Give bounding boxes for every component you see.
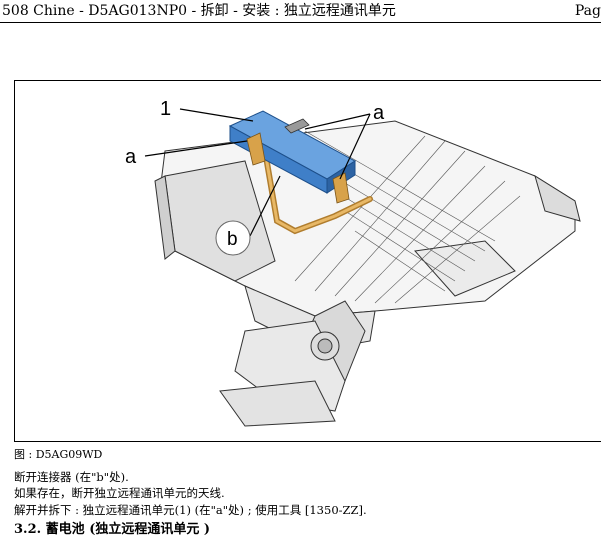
instruction-line: 如果存在，断开独立远程通讯单元的天线. — [14, 486, 225, 500]
instruction-line: 断开连接器 (在"b"处). — [14, 470, 129, 484]
section-heading: 3.2. 蓄电池 (独立远程通讯单元 ) — [14, 522, 211, 537]
instruction-line: 解开并拆下 : 独立远程通讯单元(1) (在"a"处) ; 使用工具 [1350… — [14, 503, 367, 517]
callout-a-right: a — [373, 102, 385, 124]
technical-illustration: 1 a a b — [14, 80, 601, 442]
mount-bracket-right — [332, 172, 350, 204]
page-label: Pag — [574, 3, 601, 19]
figure-caption: 图 : D5AG09WD — [14, 448, 103, 461]
illustration-drawing: 1 a a b — [125, 98, 581, 427]
document-header: 508 Chine - D5AG013NP0 - 拆卸 - 安装 : 独立远程通… — [0, 0, 601, 23]
mount-bracket-left — [246, 132, 266, 166]
leader-lines — [144, 108, 371, 237]
housing — [154, 120, 581, 427]
callout-b-circle — [215, 220, 251, 256]
callout-a-left: a — [125, 146, 137, 168]
callout-b: b — [227, 229, 238, 250]
callout-1: 1 — [160, 98, 171, 120]
document-title: 508 Chine - D5AG013NP0 - 拆卸 - 安装 : 独立远程通… — [2, 3, 396, 19]
